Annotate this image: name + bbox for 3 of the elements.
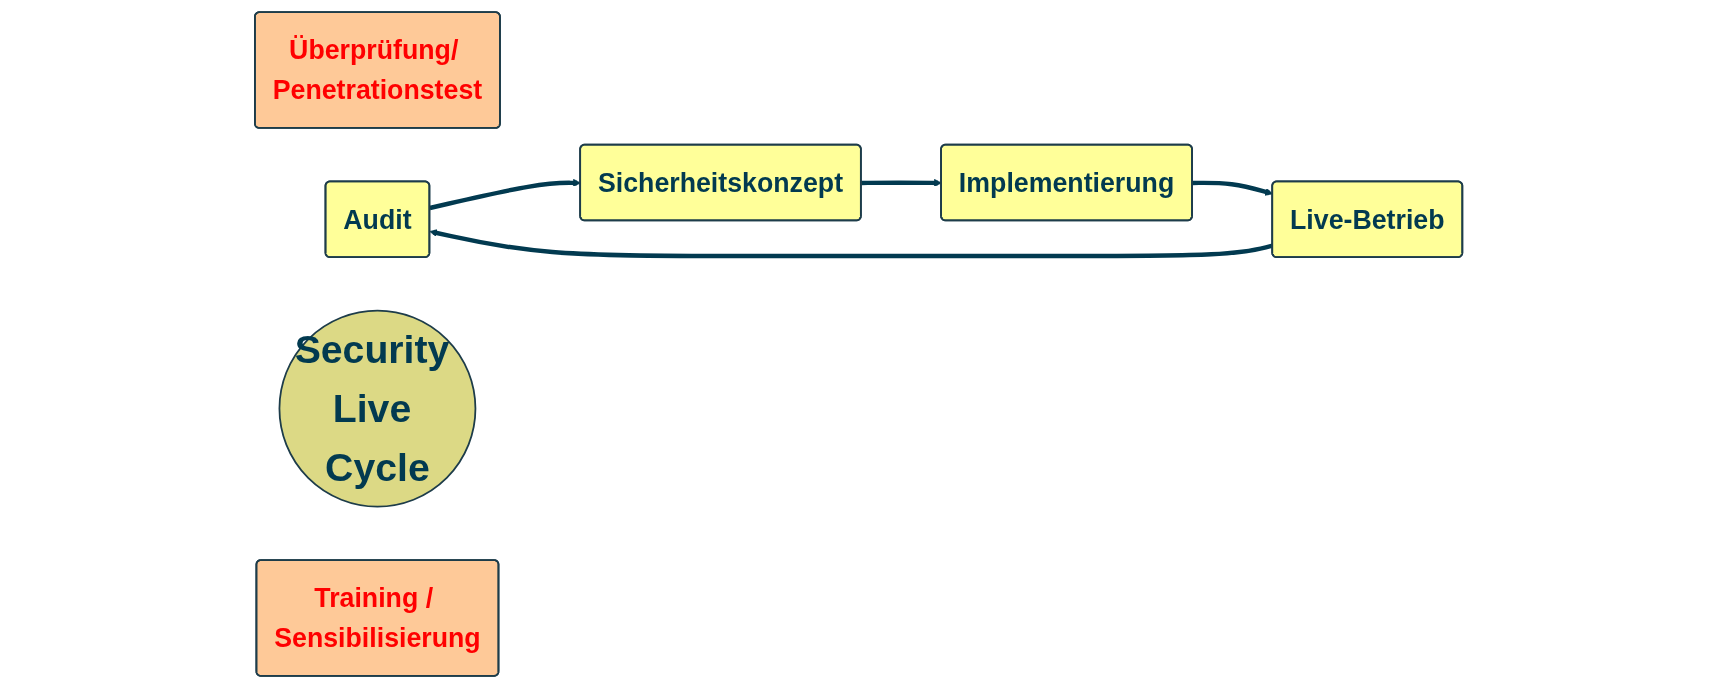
node-circle: Security Live Cycle	[278, 309, 477, 508]
arrow	[1192, 180, 1273, 196]
arrow	[429, 178, 581, 211]
